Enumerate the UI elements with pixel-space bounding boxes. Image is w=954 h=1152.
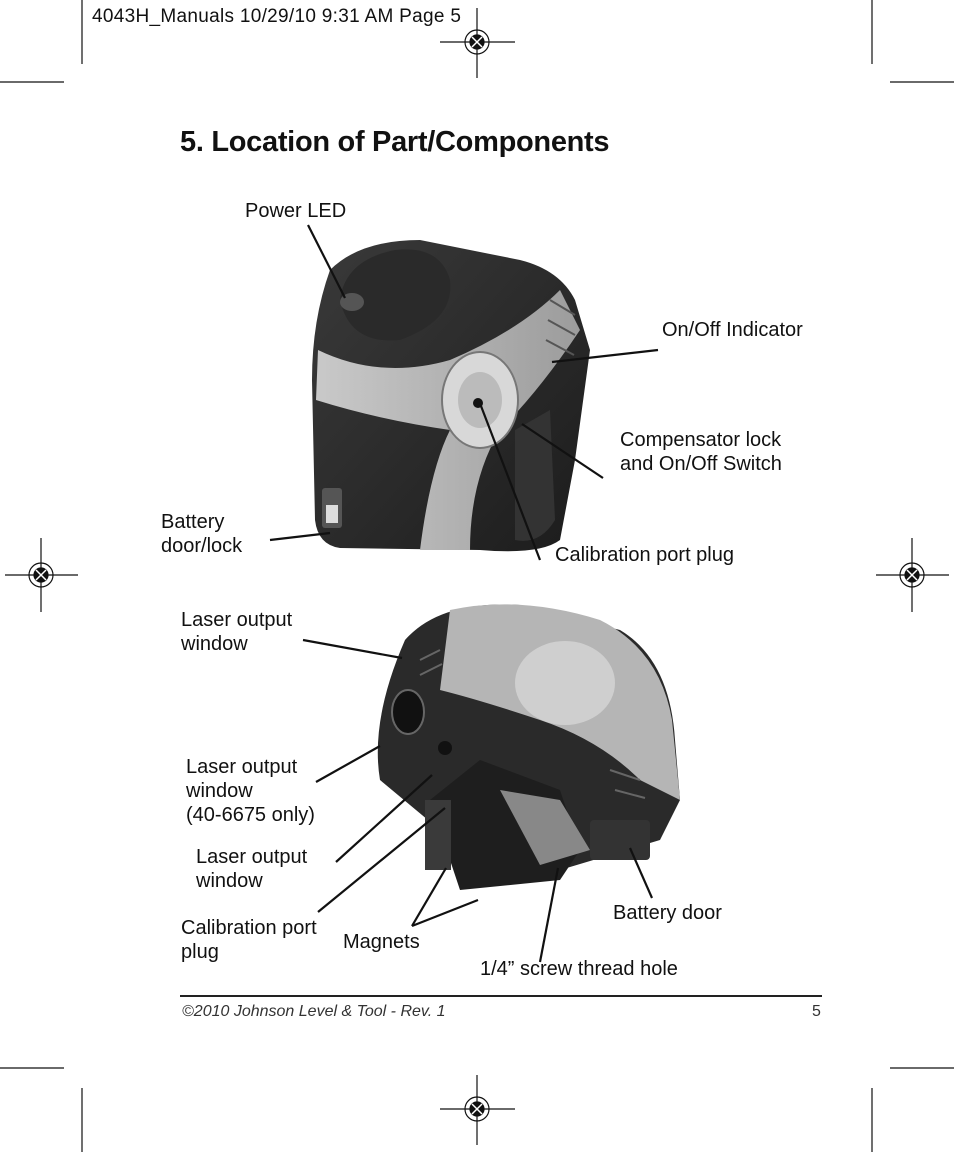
- registration-mark-left: [5, 538, 78, 612]
- leader-battery-door: [628, 847, 654, 899]
- leader-laser-window-2: [315, 745, 381, 783]
- leader-calibration-port-top: [479, 405, 542, 561]
- leader-laser-window-1: [302, 638, 403, 660]
- registration-mark-bottom: [440, 1075, 515, 1145]
- page-title: 5. Location of Part/Components: [180, 126, 610, 158]
- label-calibration-port-plug-top: Calibration port plug: [555, 544, 734, 566]
- label-power-led: Power LED: [245, 200, 347, 222]
- label-compensator-lock: Compensator lock and On/Off Switch: [620, 429, 782, 475]
- page-number: 5: [812, 1003, 821, 1020]
- label-onoff-indicator: On/Off Indicator: [662, 319, 803, 341]
- print-slug-line: 4043H_Manuals 10/29/10 9:31 AM Page 5: [92, 6, 462, 27]
- label-battery-door: Battery door: [613, 902, 722, 924]
- label-laser-output-window-2: Laser output window (40-6675 only): [186, 756, 315, 826]
- leader-power-led: [307, 224, 346, 299]
- label-battery-door-lock: Battery door/lock: [161, 511, 243, 557]
- registration-mark-right: [876, 538, 949, 612]
- label-laser-output-window-3: Laser output window: [196, 846, 308, 892]
- label-magnets: Magnets: [343, 931, 420, 953]
- leader-magnets-a: [411, 867, 447, 927]
- label-laser-output-window-1: Laser output window: [181, 609, 293, 655]
- leader-compensator-lock: [521, 423, 604, 479]
- registration-mark-top: [440, 8, 515, 78]
- footer-copyright: ©2010 Johnson Level & Tool - Rev. 1: [182, 1003, 446, 1020]
- leader-screw-thread: [538, 867, 560, 963]
- label-calibration-port-plug-bottom: Calibration port plug: [181, 917, 317, 963]
- leader-calibration-port-bottom: [317, 807, 446, 913]
- leader-battery-door-lock: [269, 531, 331, 542]
- label-screw-thread-hole: 1/4” screw thread hole: [480, 958, 678, 980]
- leader-laser-window-3: [335, 774, 433, 863]
- leader-magnets-b: [411, 898, 479, 928]
- footer-divider: [180, 995, 822, 997]
- leader-onoff-indicator: [551, 348, 659, 364]
